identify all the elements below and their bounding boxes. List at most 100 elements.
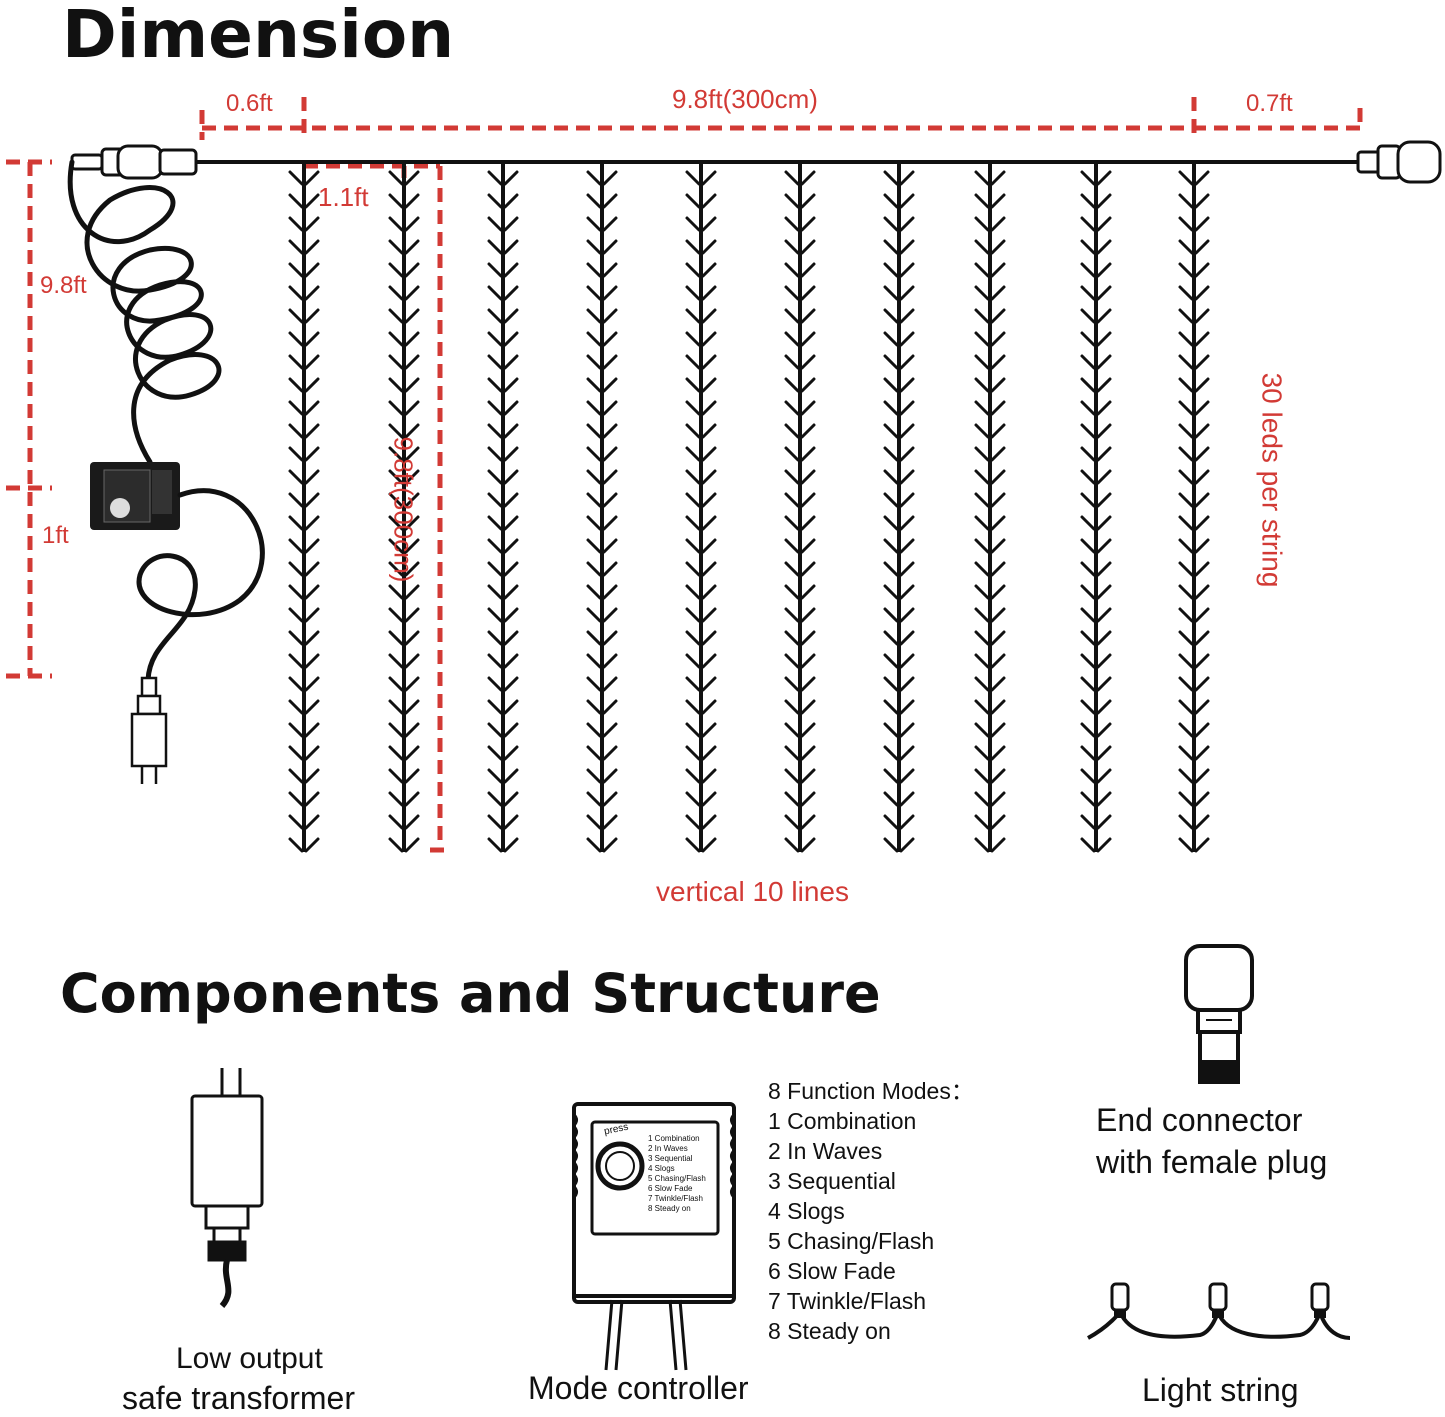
led-bulb (586, 446, 618, 462)
led-bulb (974, 676, 1006, 692)
led-bulb (288, 768, 320, 784)
led-bulb (487, 377, 519, 393)
led-bulb (685, 814, 717, 830)
led-bulb (487, 170, 519, 186)
left-offset-label: 0.6ft (226, 90, 273, 117)
led-bulb (288, 285, 320, 301)
panel-mode-item: 2 In Waves (648, 1144, 688, 1153)
end-connector-caption-line1: End connector (1096, 1102, 1303, 1138)
led-bulb (487, 400, 519, 416)
led-bulb (388, 814, 420, 830)
led-bulb (784, 423, 816, 439)
led-bulb (388, 170, 420, 186)
led-bulb (586, 423, 618, 439)
transformer-caption-line2: safe transformer (122, 1380, 355, 1416)
led-bulb (784, 607, 816, 623)
led-bulb (883, 216, 915, 232)
led-bulb (388, 584, 420, 600)
led-bulb (685, 354, 717, 370)
led-bulb (974, 308, 1006, 324)
transformer-caption-line1: Low output (176, 1342, 323, 1375)
led-bulb (388, 538, 420, 554)
led-bulb (883, 653, 915, 669)
led-bulb (784, 354, 816, 370)
led-bulb (784, 538, 816, 554)
led-bulb (974, 699, 1006, 715)
led-bulb (487, 423, 519, 439)
led-bulb (883, 331, 915, 347)
function-modes-title: 8 Function Modes： (768, 1078, 974, 1104)
led-bulb (288, 308, 320, 324)
led-bulb (685, 837, 717, 853)
led-bulb (388, 216, 420, 232)
female-plug-icon (1184, 944, 1254, 1084)
led-bulb (1178, 676, 1210, 692)
led-bulb (388, 446, 420, 462)
panel-mode-item: 8 Steady on (648, 1204, 691, 1213)
led-bulb (1080, 423, 1112, 439)
led-bulb (288, 515, 320, 531)
led-bulb (1178, 584, 1210, 600)
led-bulb (685, 745, 717, 761)
led-bulb (784, 446, 816, 462)
led-bulb (586, 262, 618, 278)
led-bulb (974, 584, 1006, 600)
led-bulb (883, 469, 915, 485)
led-bulb (883, 837, 915, 853)
led-bulb (883, 285, 915, 301)
controller-to-plug-label: 1ft (42, 522, 69, 549)
dimension-title: Dimension (62, 0, 455, 73)
led-bulb (487, 745, 519, 761)
led-bulb (1080, 492, 1112, 508)
led-bulb (784, 308, 816, 324)
led-bulb (784, 722, 816, 738)
cable-plug (130, 676, 168, 784)
led-bulb (288, 216, 320, 232)
led-bulb (388, 837, 420, 853)
led-bulb (288, 607, 320, 623)
led-bulb (784, 400, 816, 416)
led-bulb (1178, 515, 1210, 531)
led-bulb (784, 584, 816, 600)
led-bulb (1080, 584, 1112, 600)
led-bulb (288, 170, 320, 186)
led-bulb (288, 745, 320, 761)
end-connector-top (1356, 140, 1442, 184)
led-bulb (388, 791, 420, 807)
led-bulb (685, 538, 717, 554)
led-bulb (487, 791, 519, 807)
led-bulb (1080, 216, 1112, 232)
led-bulb (974, 515, 1006, 531)
light-string-icon (1087, 1282, 1351, 1340)
led-bulb (1178, 216, 1210, 232)
led-bulb (1080, 308, 1112, 324)
led-bulb (974, 630, 1006, 646)
led-bulb (883, 262, 915, 278)
led-bulb (883, 423, 915, 439)
led-bulb (487, 492, 519, 508)
total-width-label: 9.8ft(300cm) (672, 84, 818, 114)
led-bulb (288, 469, 320, 485)
led-bulb (1178, 561, 1210, 577)
components-title: Components and Structure (60, 962, 881, 1025)
led-bulb (685, 791, 717, 807)
led-bulb (288, 722, 320, 738)
led-bulb (1178, 630, 1210, 646)
led-bulb (685, 285, 717, 301)
led-bulb (883, 377, 915, 393)
led-bulb (974, 285, 1006, 301)
led-bulb (1178, 170, 1210, 186)
led-bulb (1080, 607, 1112, 623)
led-bulb (487, 469, 519, 485)
function-modes-list: 8 Function Modes： 1 Combination 2 In Wav… (768, 1076, 974, 1346)
led-bulb (1178, 538, 1210, 554)
led-bulb (586, 377, 618, 393)
mode-item: 6 Slow Fade (768, 1258, 896, 1284)
led-bulb (288, 354, 320, 370)
led-bulb (586, 469, 618, 485)
led-bulb (784, 469, 816, 485)
led-bulb (288, 331, 320, 347)
led-bulb (487, 699, 519, 715)
led-bulb (388, 699, 420, 715)
